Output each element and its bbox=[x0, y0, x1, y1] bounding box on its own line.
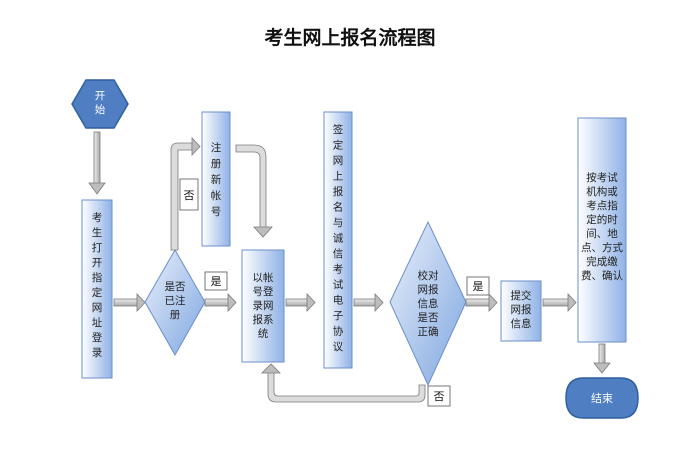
open-site-char: 生 bbox=[92, 226, 103, 239]
open-site-char: 网 bbox=[92, 302, 103, 314]
arrow-open-to-registered bbox=[113, 292, 146, 313]
agreement-char: 试 bbox=[333, 279, 344, 291]
arrow-no-to-register bbox=[170, 136, 201, 251]
registered-decision bbox=[144, 248, 206, 357]
register-new-box bbox=[201, 111, 231, 247]
arrow-no-back-to-login bbox=[261, 363, 426, 403]
start-hexagon bbox=[71, 79, 129, 129]
open-site-char: 考 bbox=[92, 212, 103, 224]
agreement-char: 定 bbox=[333, 139, 344, 152]
no-label-1: 否 bbox=[184, 189, 195, 202]
login-label-4: 报系 bbox=[253, 313, 274, 326]
agreement-char: 签 bbox=[333, 123, 344, 136]
yes-label-box-1 bbox=[204, 271, 228, 291]
submit-label-2: 网报 bbox=[511, 303, 532, 316]
no-label-box-2 bbox=[427, 385, 451, 407]
submit-box bbox=[500, 280, 542, 342]
login-label-1: 以帐 bbox=[253, 271, 274, 284]
pay-label-1: 按考试 bbox=[586, 171, 618, 184]
open-site-box bbox=[81, 199, 113, 379]
pay-label-4: 定的时 bbox=[586, 213, 618, 226]
no-label-2: 否 bbox=[434, 390, 445, 403]
agreement-char: 名 bbox=[333, 201, 344, 214]
register-new-char: 册 bbox=[211, 158, 222, 170]
start-label-2: 始 bbox=[95, 103, 106, 116]
no-label-box-1 bbox=[179, 178, 199, 211]
verify-label-4: 是否 bbox=[418, 312, 439, 324]
agreement-char: 与 bbox=[333, 217, 344, 229]
pay-label-5: 间、地 bbox=[586, 227, 618, 240]
register-new-char: 新 bbox=[211, 173, 222, 186]
end-label: 结束 bbox=[591, 392, 613, 405]
pay-label-8: 费、确认 bbox=[581, 269, 623, 282]
login-label-2: 号登 bbox=[253, 285, 274, 298]
agreement-char: 上 bbox=[333, 171, 344, 183]
yes-label-2: 是 bbox=[473, 280, 484, 293]
agreement-char: 电 bbox=[333, 294, 344, 307]
pay-label-7: 完成缴 bbox=[586, 255, 618, 268]
agreement-char: 子 bbox=[333, 310, 344, 322]
end-node bbox=[565, 377, 639, 419]
agreement-char: 考 bbox=[333, 264, 344, 276]
page-title: 考生网上报名流程图 bbox=[264, 26, 435, 49]
arrow-agreement-to-verify bbox=[353, 292, 384, 313]
verify-label-1: 校对 bbox=[418, 269, 439, 282]
verify-label-2: 网报 bbox=[418, 283, 439, 296]
registered-label-1: 是否 bbox=[165, 281, 186, 293]
submit-label-3: 信息 bbox=[511, 317, 532, 330]
arrow-yes-to-login bbox=[204, 292, 237, 313]
open-site-char: 定 bbox=[92, 286, 103, 299]
register-new-char: 号 bbox=[211, 206, 222, 218]
login-label-3: 录网 bbox=[253, 300, 274, 312]
arrow-start-to-open bbox=[88, 131, 106, 195]
pay-label-2: 机构或 bbox=[586, 185, 618, 198]
agreement-char: 网 bbox=[333, 155, 344, 167]
open-site-char: 开 bbox=[92, 257, 103, 269]
agreement-char: 信 bbox=[333, 248, 344, 260]
open-site-char: 登 bbox=[92, 331, 103, 344]
open-site-char: 录 bbox=[92, 347, 103, 359]
register-new-char: 注 bbox=[211, 141, 222, 154]
verify-label-5: 正确 bbox=[418, 325, 439, 338]
open-site-char: 打 bbox=[92, 241, 103, 254]
verify-decision bbox=[389, 220, 467, 387]
registered-label-3: 册 bbox=[170, 309, 181, 321]
registered-label-2: 已注 bbox=[165, 294, 186, 307]
agreement-char: 诚 bbox=[333, 233, 344, 245]
arrow-pay-to-end bbox=[593, 343, 611, 374]
pay-box bbox=[577, 117, 627, 343]
pay-label-6: 点、方式 bbox=[581, 241, 623, 254]
arrow-login-to-agreement bbox=[285, 292, 316, 313]
agreement-char: 报 bbox=[333, 185, 344, 198]
agreement-char: 议 bbox=[333, 341, 344, 353]
agreement-box bbox=[323, 111, 353, 369]
login-box bbox=[241, 249, 285, 363]
pay-label-3: 考点指 bbox=[586, 199, 618, 212]
arrow-submit-to-pay bbox=[542, 292, 577, 313]
yes-label-1: 是 bbox=[211, 275, 222, 288]
submit-label-1: 提交 bbox=[511, 289, 532, 302]
register-new-char: 帐 bbox=[211, 189, 222, 202]
start-label-1: 开 bbox=[95, 90, 106, 102]
verify-label-3: 信息 bbox=[418, 297, 439, 310]
open-site-char: 址 bbox=[92, 316, 103, 329]
open-site-char: 指 bbox=[92, 271, 103, 284]
agreement-char: 协 bbox=[333, 325, 344, 338]
login-label-5: 统 bbox=[258, 327, 269, 340]
arrow-yes-to-submit bbox=[465, 292, 498, 313]
arrow-register-to-login bbox=[235, 144, 273, 238]
yes-label-box-2 bbox=[466, 276, 490, 296]
